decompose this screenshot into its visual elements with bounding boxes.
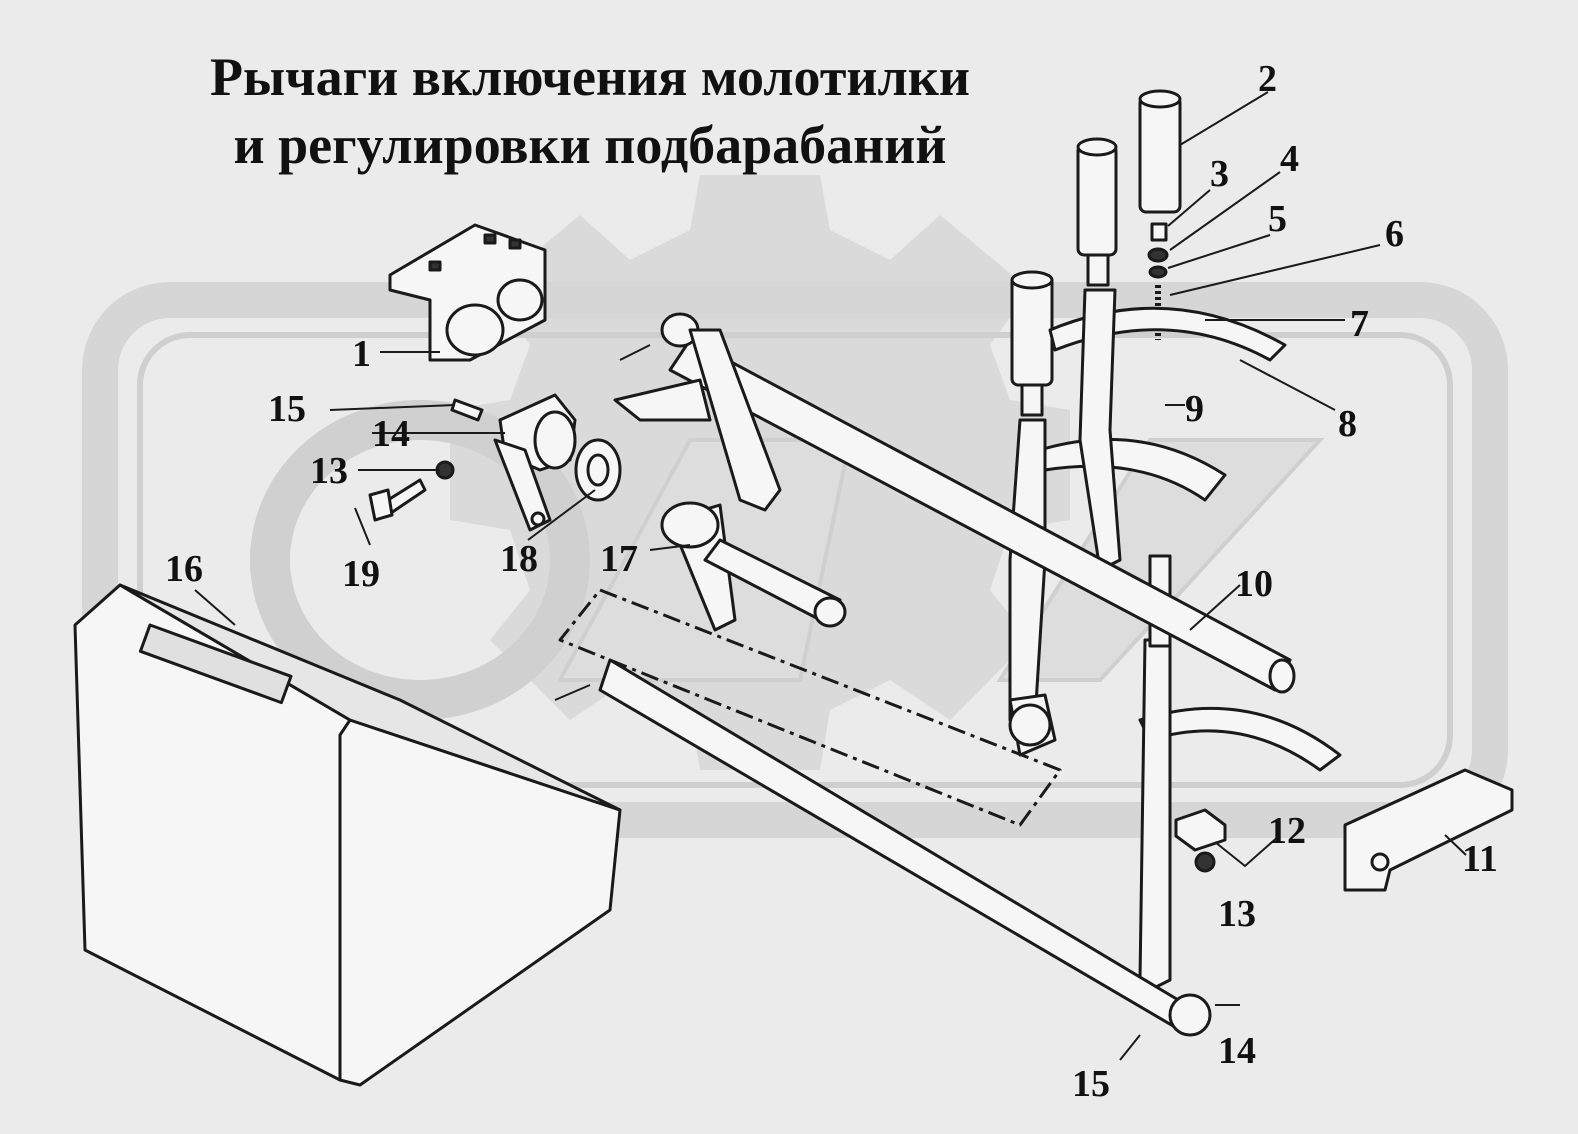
callout-19: 19: [342, 553, 380, 595]
part-16-cover: [73, 583, 622, 1087]
lever-handles: [1010, 137, 1118, 417]
callout-8: 8: [1338, 403, 1357, 445]
callout-1: 1: [352, 333, 371, 375]
part-10-shaft: [660, 312, 1296, 694]
callout-9: 9: [1185, 388, 1204, 430]
lower-shaft: [598, 658, 1212, 1037]
part-15-pins: [450, 344, 651, 701]
assembly-outline-dashed: [558, 588, 1062, 827]
part-2-handle: [1138, 89, 1182, 214]
part-1-bracket: [388, 223, 547, 362]
callout-14: 14: [372, 413, 410, 455]
callout-6: 6: [1385, 213, 1404, 255]
part-14-collar: [493, 393, 577, 532]
part-17-arm: [660, 501, 847, 632]
callout-12: 12: [1268, 810, 1306, 852]
callout-leader-lines: [194, 91, 1467, 1061]
lever-bodies: [1008, 288, 1172, 992]
callout-15: 15: [1072, 1063, 1110, 1105]
callout-7: 7: [1350, 303, 1369, 345]
callout-17: 17: [600, 538, 638, 580]
callout-5: 5: [1268, 198, 1287, 240]
part-12-latch: [1174, 808, 1227, 852]
diagram-title-line-1: Рычаги включения молотилки: [210, 47, 970, 107]
callout-13: 13: [1218, 893, 1256, 935]
callout-13: 13: [310, 450, 348, 492]
callout-16: 16: [165, 548, 203, 590]
callout-14: 14: [1218, 1030, 1256, 1072]
callout-3: 3: [1210, 153, 1229, 195]
callout-4: 4: [1280, 138, 1299, 180]
callout-15: 15: [268, 388, 306, 430]
callout-10: 10: [1235, 563, 1273, 605]
parts-3-6-fasteners: [1147, 222, 1169, 340]
callout-18: 18: [500, 538, 538, 580]
part-13-nut: [435, 460, 1216, 873]
part-18-washer: [574, 438, 622, 502]
diagram-title-line-2: и регулировки подбарабаний: [233, 115, 947, 175]
part-19-bolt: [368, 478, 427, 522]
callout-2: 2: [1258, 58, 1277, 100]
lever-arm: [613, 328, 782, 512]
callout-11: 11: [1462, 838, 1498, 880]
